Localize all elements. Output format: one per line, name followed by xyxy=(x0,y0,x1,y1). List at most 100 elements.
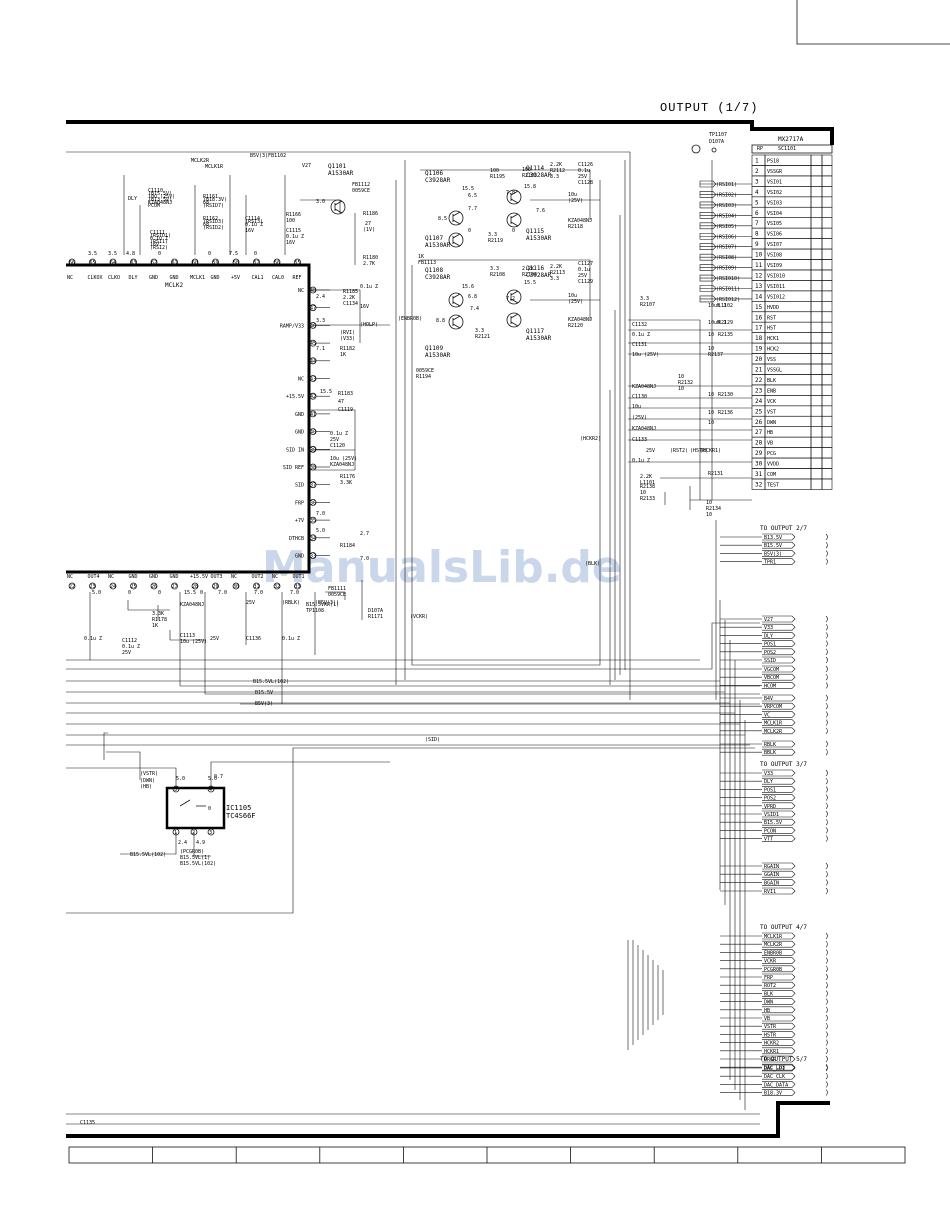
component-label: B15.5V xyxy=(255,690,273,696)
output-net-arrow xyxy=(825,981,828,989)
component-label: 0.1u Z xyxy=(360,284,378,290)
connector-net-label: (RSI04) xyxy=(716,213,737,219)
ic-right-pin-name: SID REF xyxy=(283,465,304,471)
component-label: (VSTR) xyxy=(140,771,158,777)
ic-top-pin xyxy=(191,258,199,266)
component-label: 0059CE xyxy=(416,368,434,374)
connector-pin-name: VSS xyxy=(767,357,776,363)
connector-extra-cell xyxy=(810,206,823,218)
voltage-reading: 15.5 xyxy=(320,389,332,395)
transistor-ref: Q1108 xyxy=(425,267,443,274)
component-label: 0.1u Z xyxy=(282,636,300,642)
voltage-reading: 0 xyxy=(208,806,211,812)
connector-extra-cell xyxy=(821,280,833,292)
connector-extra-cell xyxy=(810,478,823,490)
output-net-label: DAC_LD3 xyxy=(764,1065,785,1071)
output-net-arrow xyxy=(825,1047,828,1055)
component-label: R1161 xyxy=(203,194,218,200)
output-net-label: VSTR xyxy=(764,1024,777,1030)
component-label: (V33) xyxy=(340,336,355,342)
ic-top-pin-name: GND xyxy=(170,275,179,281)
ic-bottom-pin-name: OUT3 xyxy=(211,574,223,580)
connector-pin-number: 3 xyxy=(755,178,759,185)
connector-pin-name: VSI012 xyxy=(767,294,785,300)
component-label: (DWN) xyxy=(140,778,155,784)
ic1105-pin5-num: 5 xyxy=(174,787,177,793)
output-net-arrow xyxy=(825,870,828,878)
transistor-leads xyxy=(452,315,461,329)
output-net-label: VB xyxy=(764,1016,770,1022)
component-label: C1132 xyxy=(632,322,647,328)
connector-extra-cell xyxy=(810,468,823,480)
connector-extra-cell xyxy=(810,290,823,302)
connector-extra-cell xyxy=(821,311,833,323)
output-net-label: BGAIN xyxy=(764,880,779,886)
voltage-reading: 7.7 xyxy=(468,206,477,212)
connector-extra-cell xyxy=(821,165,833,177)
component-label: B15.5VL(102) xyxy=(253,679,289,685)
tp1107-point xyxy=(711,147,717,153)
component-label: 2.2K xyxy=(550,162,562,168)
output-net-arrow xyxy=(825,887,828,895)
output-net-flag xyxy=(762,1064,796,1072)
connector-extra-cell xyxy=(810,248,823,260)
output-net-flag xyxy=(762,558,796,565)
ic-bottom-pin-name: OUT4 xyxy=(88,574,100,580)
component-label: 10u (25V) xyxy=(180,639,207,645)
component-label: L1101 xyxy=(640,480,655,486)
connector-pin-number: 15 xyxy=(755,304,763,311)
component-label: (B18.3V) xyxy=(203,197,227,203)
ic1105-type: TC4S66F xyxy=(226,812,256,820)
output-net-label: V27 xyxy=(764,617,773,623)
connector-extra-cell xyxy=(810,415,823,427)
main-ic-name: MCLK2 xyxy=(165,282,183,289)
component-label: R1194 xyxy=(416,374,431,380)
connector-pin-name: ENB xyxy=(767,388,776,394)
output-net-label: HSTR xyxy=(764,1032,777,1038)
output-net-flag xyxy=(762,835,796,842)
transistor-leads xyxy=(452,211,461,225)
component-label: KZA048NJ xyxy=(568,317,592,323)
main-ic-right-pins: 48NC4746RAMP/V33454443NC42+15.5V41GND40G… xyxy=(280,286,330,560)
connector-pin-number: 19 xyxy=(755,346,763,353)
output-net-label: SSID xyxy=(764,658,776,664)
output-net-flag xyxy=(762,1055,796,1063)
output-net-label: RBLK xyxy=(764,742,776,748)
ic-right-pin-number: 47 xyxy=(310,306,316,312)
connector-pin-name: TEST xyxy=(767,482,779,488)
connector-extra-cell xyxy=(810,457,823,469)
connector-extra-cell xyxy=(821,290,833,302)
voltage-reading: 3.5 xyxy=(108,251,117,257)
ic-top-pin xyxy=(294,258,301,266)
ic-right-pin-number: 35 xyxy=(310,518,316,524)
output-net-flag xyxy=(762,665,796,673)
component-label: R2138 xyxy=(640,484,655,490)
connector-part: MX2717A xyxy=(778,136,804,143)
ic-bottom-pin-number: 28 xyxy=(192,584,198,590)
connector-extra-cell xyxy=(810,311,823,323)
output-net-label: V33 xyxy=(764,771,773,777)
connector-extra-cell xyxy=(810,227,823,239)
net-flag xyxy=(699,253,717,261)
component-label: (RSID2) xyxy=(203,225,224,231)
component-label: R2134 xyxy=(706,506,721,512)
ic-right-pin-name: +7V xyxy=(295,518,304,524)
component-label: 3.3 xyxy=(550,174,559,180)
output-net-label: DAC_LD1 xyxy=(764,1066,785,1072)
connector-extra-cell xyxy=(821,363,833,375)
component-label: R1162 xyxy=(203,216,218,222)
connector-pin-name: BLK xyxy=(767,378,776,384)
output-net-label: ENBR0B xyxy=(764,950,782,956)
output-net-arrow xyxy=(825,1039,828,1046)
transistor-symbol xyxy=(506,212,522,228)
transistor-type: C3928AR xyxy=(526,172,552,179)
output-net-flag xyxy=(762,998,796,1005)
output-net-label: B13.5V xyxy=(764,535,782,541)
component-label: 2.7K xyxy=(363,261,375,267)
component-label: C1113 xyxy=(180,633,195,639)
connector-extra-cell xyxy=(821,259,833,271)
output-net-arrow xyxy=(825,949,828,956)
top-net-label: B5V(3)FB1102 xyxy=(250,153,286,159)
